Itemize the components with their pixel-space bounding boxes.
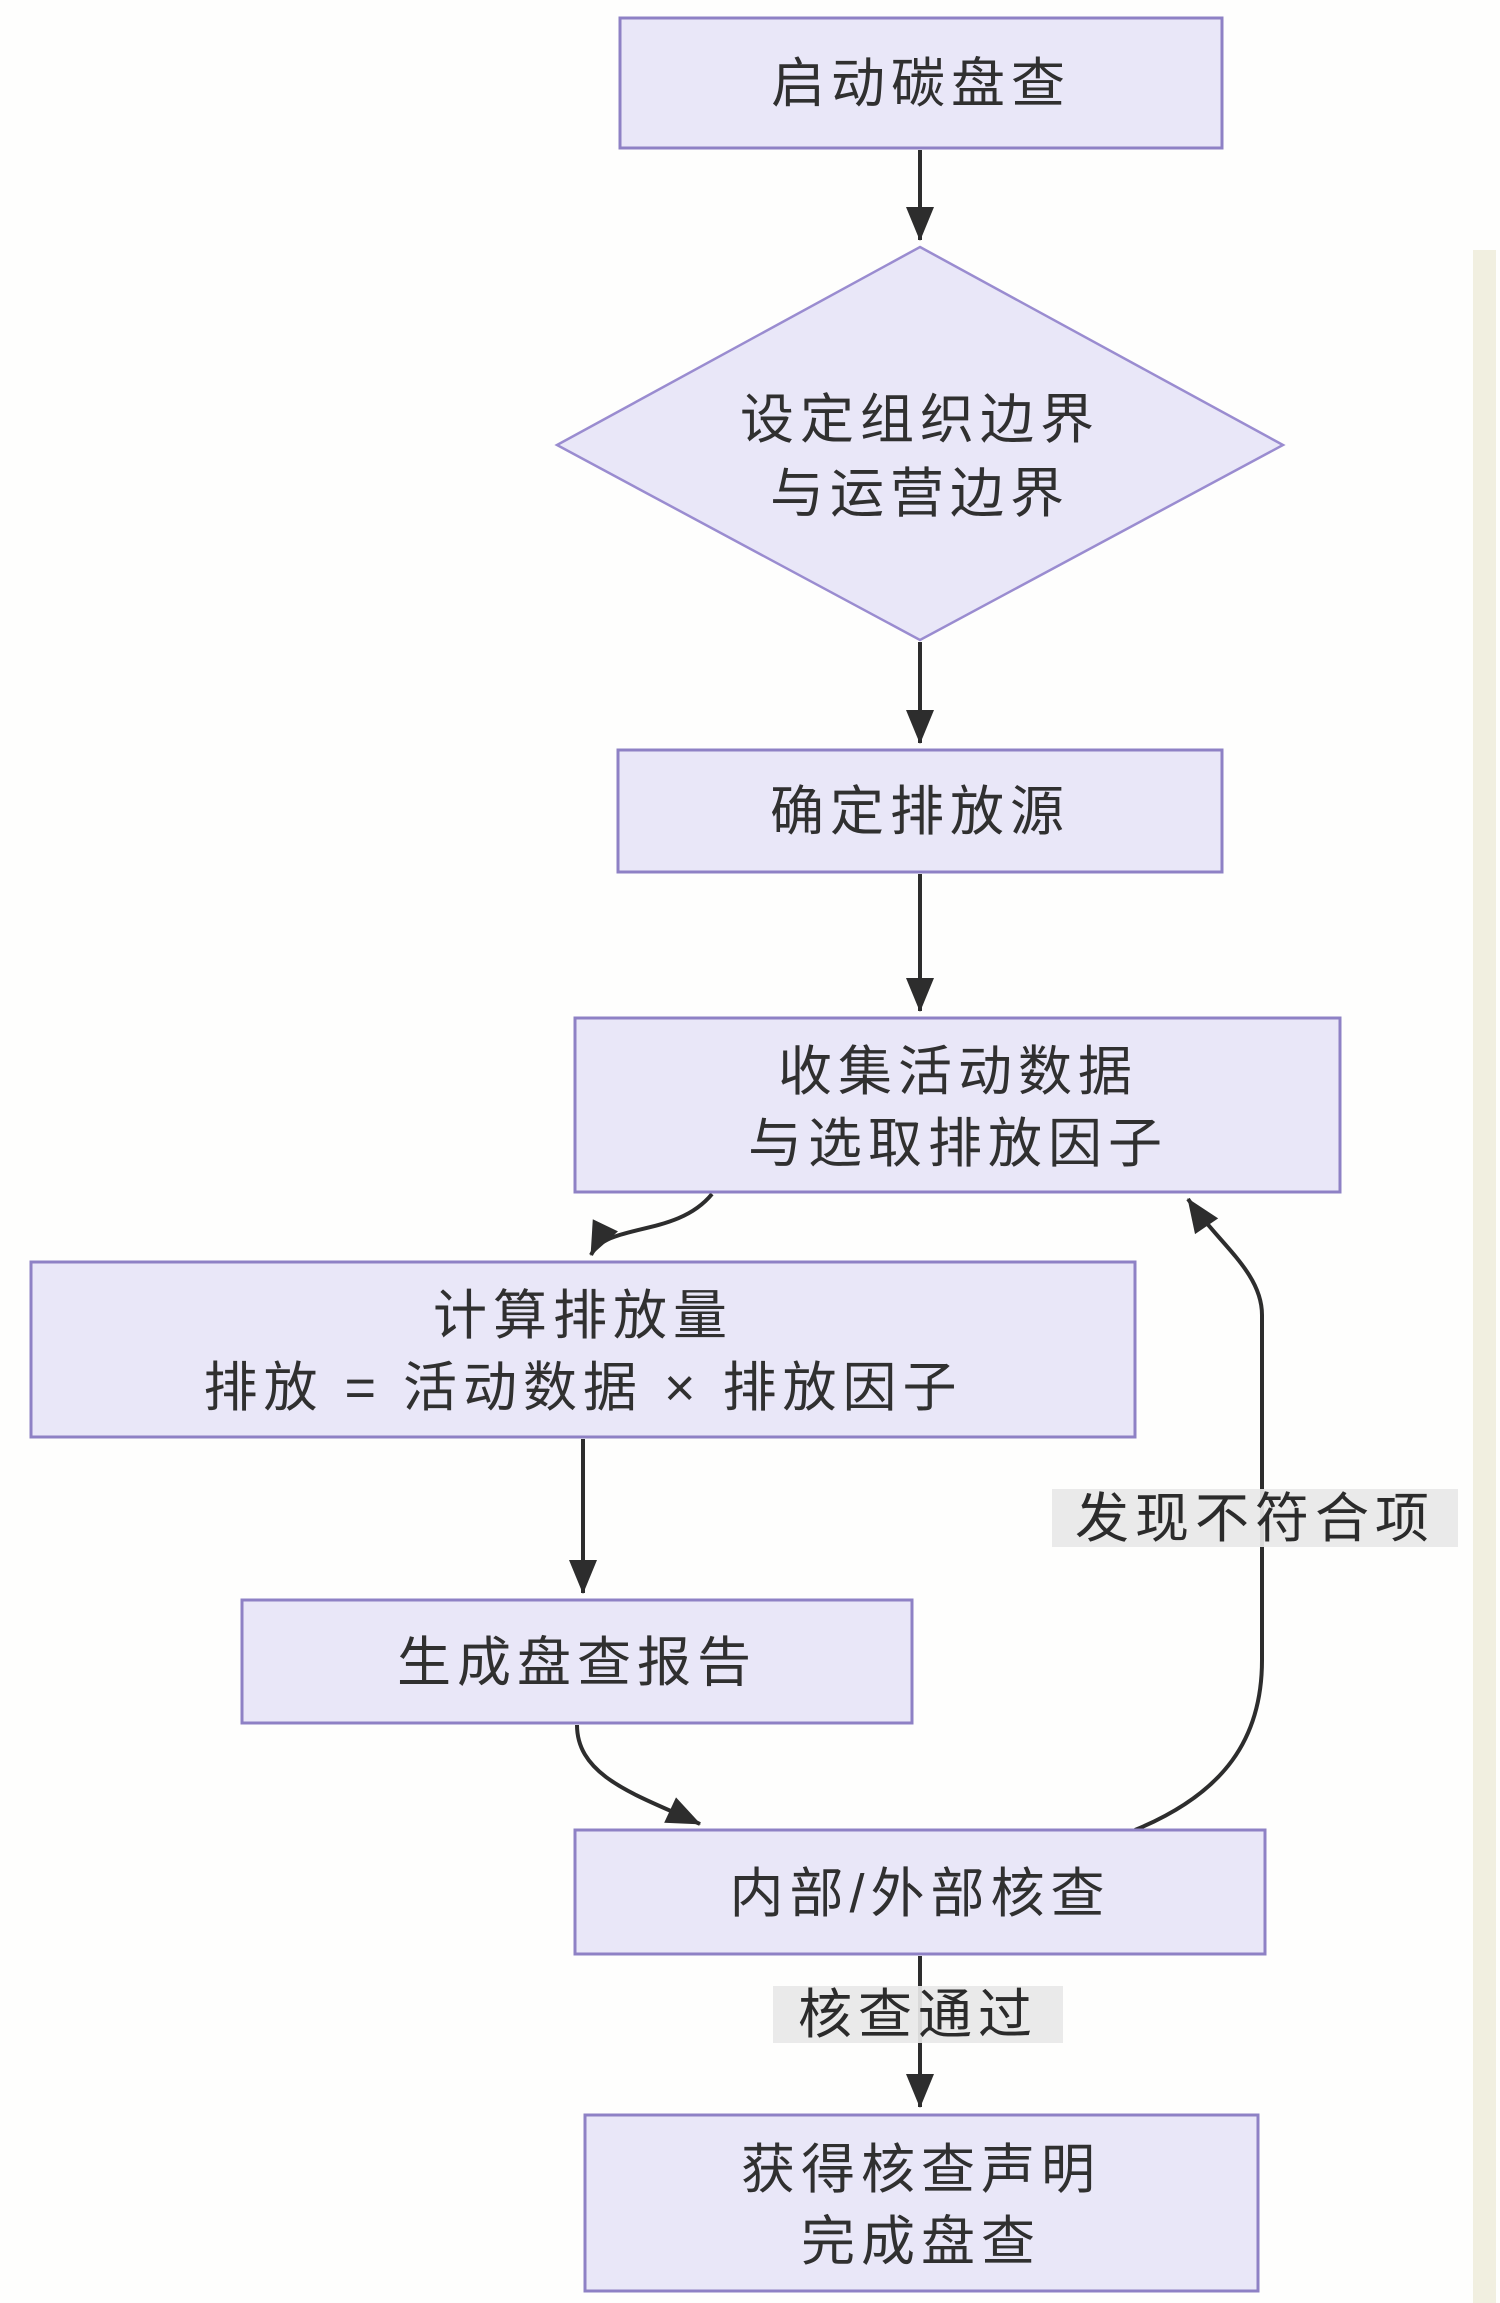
node-verification-label: 内部/外部核查 [729, 1864, 1110, 1924]
node-collect-activity-data-line1: 收集活动数据 [778, 1042, 1138, 1102]
node-identify-emission-sources: 确定排放源 [616, 748, 1224, 874]
edge-verify-to-collect-feedback [1134, 1197, 1264, 1832]
node-verification: 内部/外部核查 [573, 1828, 1267, 1956]
node-start-label: 启动碳盘查 [771, 54, 1071, 114]
decision-set-boundaries: 设定组织边界 与运营边界 [554, 245, 1286, 642]
node-obtain-statement-complete: 获得核查声明 完成盘查 [583, 2113, 1260, 2293]
node-collect-activity-data-line2: 与选取排放因子 [748, 1114, 1168, 1174]
node-start-carbon-inventory: 启动碳盘查 [618, 16, 1224, 150]
node-calculate-emissions: 计算排放量 排放 = 活动数据 × 排放因子 [29, 1260, 1137, 1439]
node-obtain-statement-line1: 获得核查声明 [741, 2140, 1101, 2200]
node-calculate-emissions-line2: 排放 = 活动数据 × 排放因子 [203, 1358, 962, 1418]
edge-label-pass-text: 核查通过 [798, 1985, 1038, 2045]
edge-label-pass-bg [773, 1986, 1063, 2043]
edge-report-to-verify [575, 1724, 701, 1826]
node-collect-activity-data: 收集活动数据 与选取排放因子 [573, 1016, 1342, 1194]
node-identify-emission-sources-label: 确定排放源 [770, 782, 1070, 842]
edge-label-nonconformity: 发现不符合项 [1052, 1489, 1458, 1549]
decision-set-boundaries-shape [554, 245, 1286, 642]
node-calculate-emissions-line1: 计算排放量 [433, 1286, 733, 1346]
edge-label-nonconformity-bg [1052, 1489, 1458, 1547]
node-identify-emission-sources-box [616, 748, 1224, 874]
edge-label-nonconformity-text: 发现不符合项 [1075, 1489, 1435, 1549]
node-obtain-statement-box [583, 2113, 1260, 2293]
node-generate-report-box [240, 1598, 914, 1725]
node-generate-report: 生成盘查报告 [240, 1598, 914, 1725]
edge-collect-to-calculate [589, 1192, 714, 1257]
edge-label-pass: 核查通过 [773, 1985, 1063, 2045]
decision-set-boundaries-line1: 设定组织边界 [740, 390, 1100, 450]
node-calculate-emissions-box [29, 1260, 1137, 1439]
decision-set-boundaries-line2: 与运营边界 [770, 464, 1070, 524]
node-start-box [618, 16, 1224, 150]
node-generate-report-label: 生成盘查报告 [397, 1633, 757, 1693]
page-edge-shading [1473, 250, 1496, 2303]
node-verification-box [573, 1828, 1267, 1956]
node-obtain-statement-line2: 完成盘查 [801, 2212, 1041, 2272]
node-collect-activity-data-box [573, 1016, 1342, 1194]
